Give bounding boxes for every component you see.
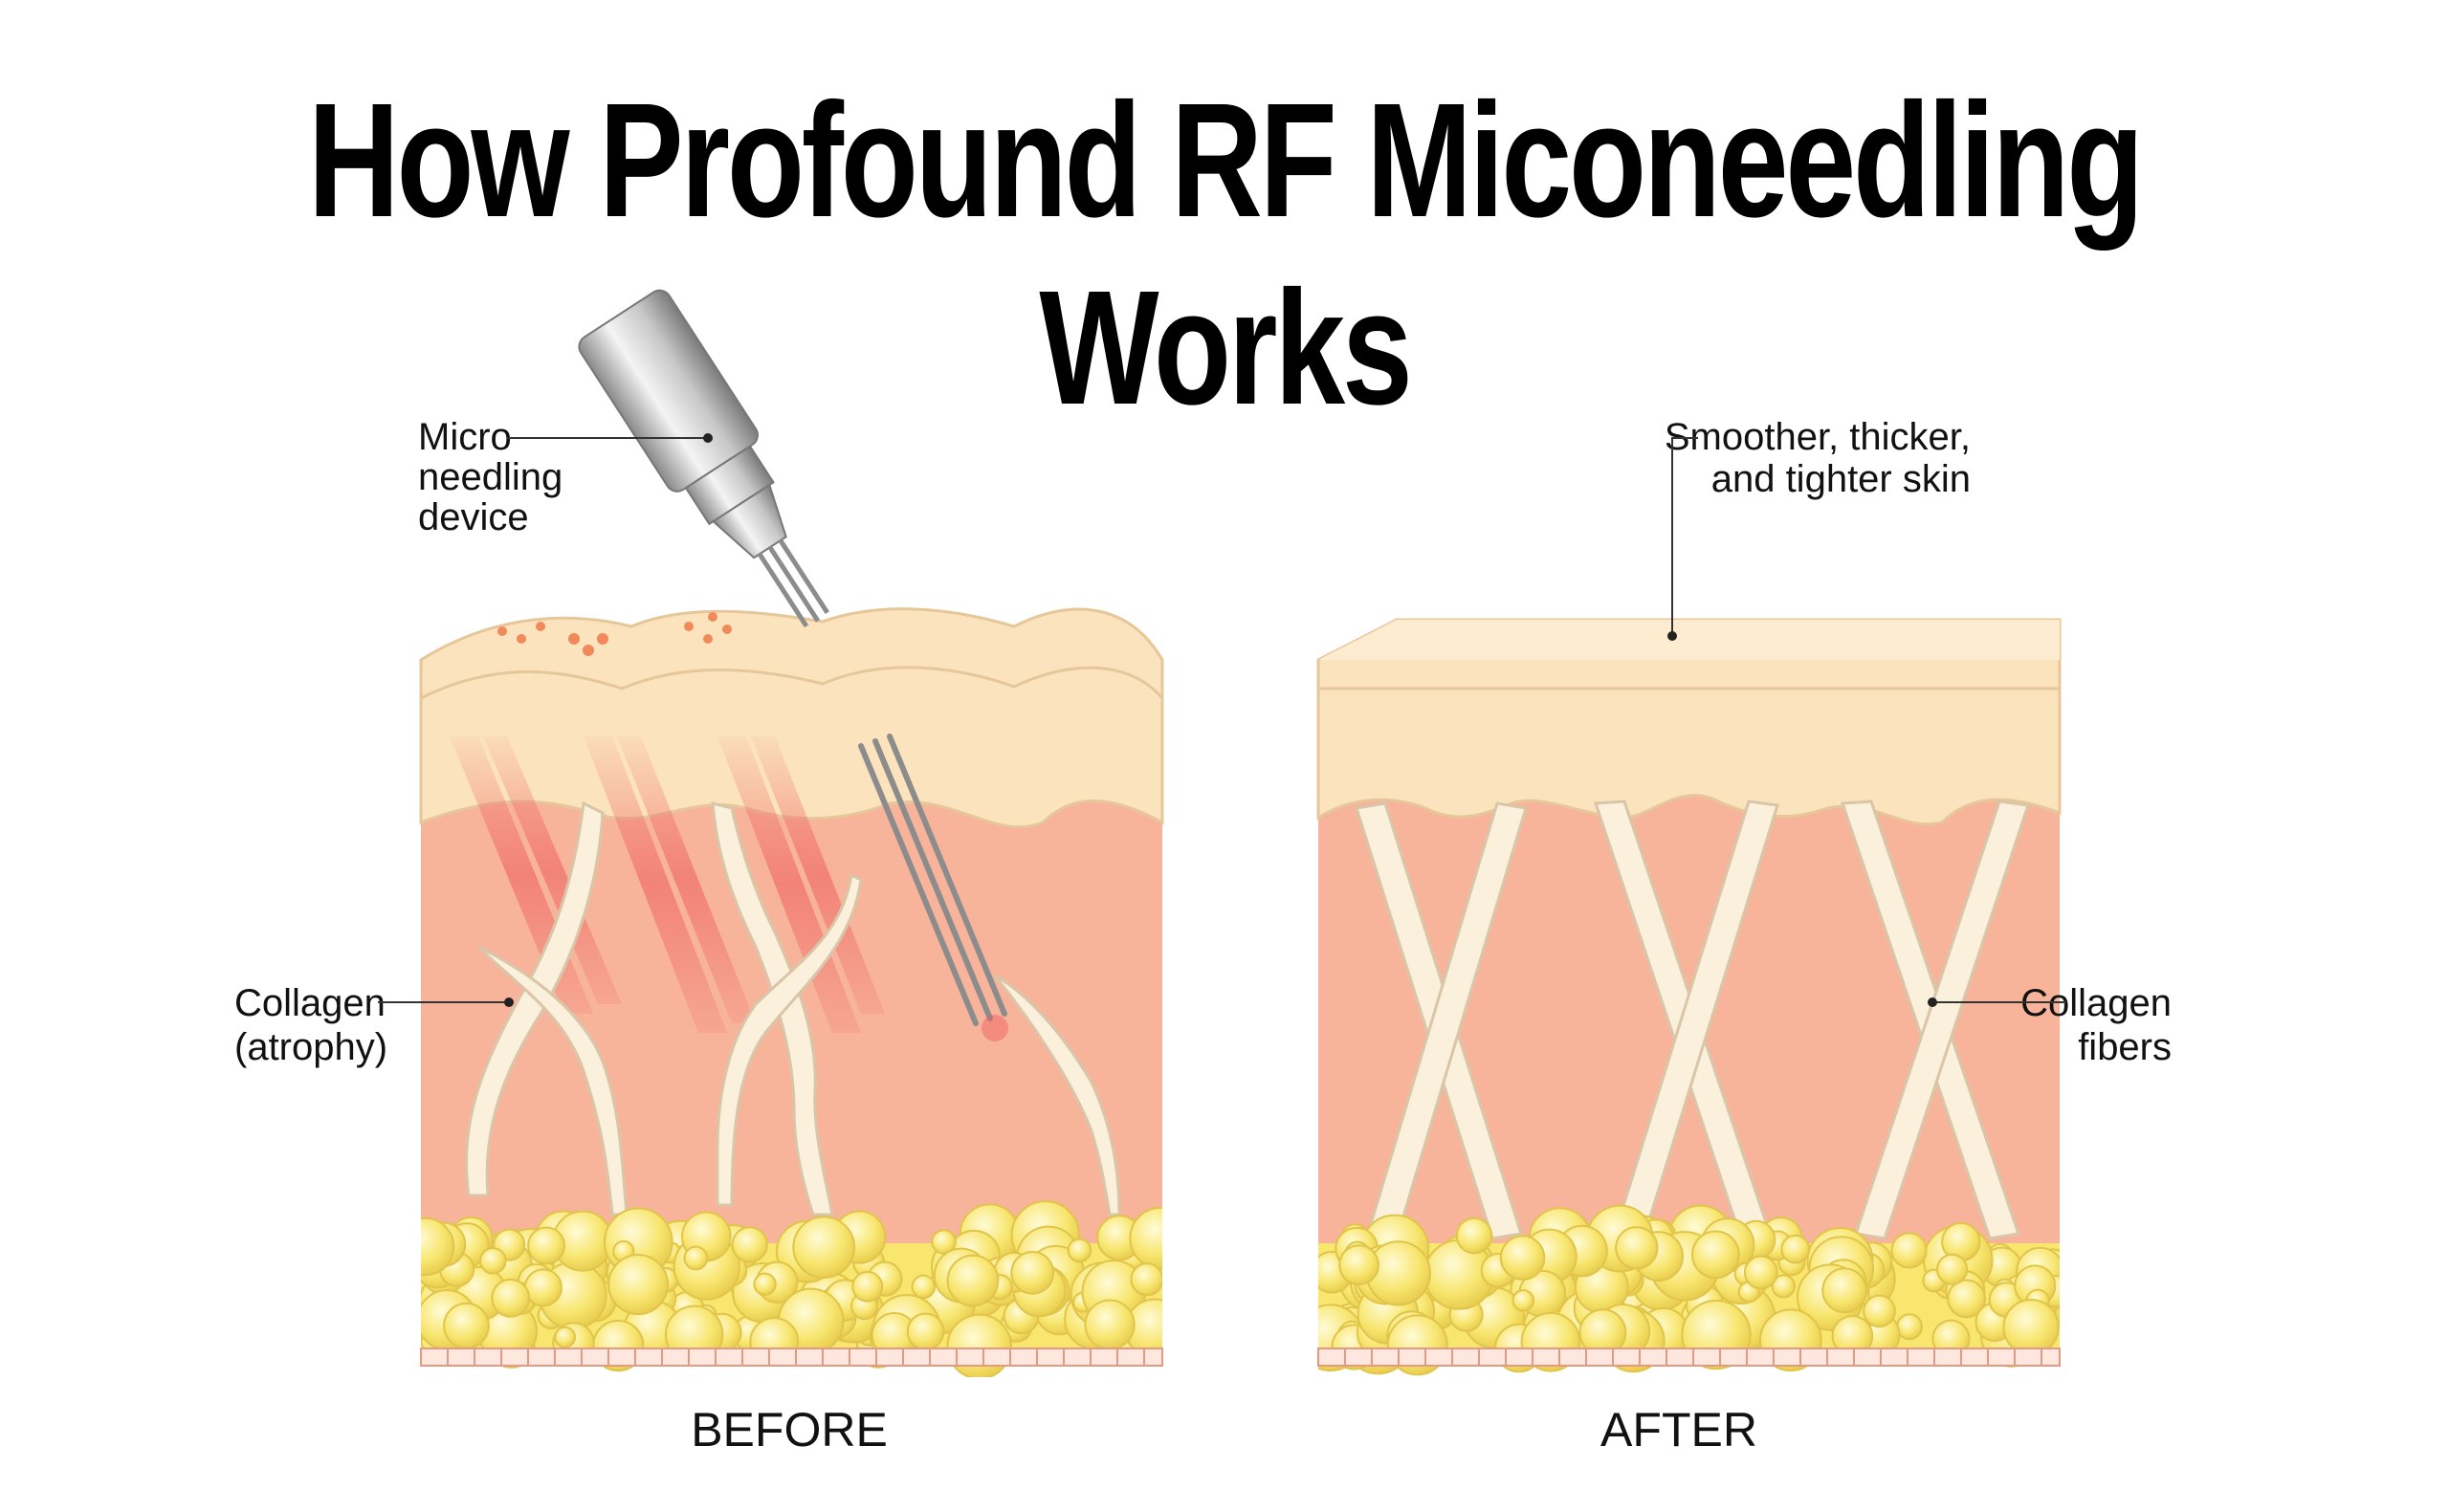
page-title: How Profound RF Miconeedling Works — [307, 70, 2144, 439]
fat-cell — [1499, 1235, 1546, 1281]
label-microneedling-device: Micro needling device — [418, 416, 713, 538]
fat-cell — [1691, 1230, 1740, 1280]
fat-cell — [1615, 1226, 1659, 1270]
collagen-atrophy-fibers — [465, 800, 1121, 1216]
fat-cell — [792, 1216, 856, 1280]
fat-cell — [1511, 1289, 1535, 1312]
caption-before: BEFORE — [691, 1403, 888, 1457]
fat-cell — [1338, 1244, 1379, 1286]
label-smoother-skin: Smoother, thicker, and tighter skin — [1665, 416, 1971, 641]
caption-after: AFTER — [1600, 1403, 1757, 1457]
fat-cell — [2002, 1299, 2060, 1356]
fat-cell — [851, 1270, 884, 1303]
fat-cell — [607, 1254, 670, 1316]
fat-cell — [1130, 1262, 1162, 1297]
label-collagen-atrophy: Collagen (atrophy) — [234, 982, 514, 1068]
fat-cell — [683, 1245, 709, 1271]
fat-cell — [523, 1268, 563, 1307]
fat-cell — [1010, 1250, 1055, 1295]
fat-cell — [946, 1254, 1000, 1307]
collagen-fibers — [1355, 800, 2030, 1240]
fat-cell — [1896, 1313, 1923, 1341]
svg-text:Collagen: Collagen — [234, 982, 386, 1024]
after-epidermis — [1316, 618, 2062, 826]
fat-cell — [911, 1274, 937, 1300]
fat-cell — [731, 1226, 768, 1263]
after-base-strip — [1317, 1348, 2061, 1367]
fat-cell — [1780, 1234, 1811, 1264]
svg-text:Micro: Micro — [418, 416, 512, 458]
microneedling-device-icon — [578, 289, 829, 628]
fat-cell — [1863, 1294, 1896, 1328]
svg-text:Smoother, thicker,: Smoother, thicker, — [1665, 416, 1971, 458]
svg-text:device: device — [418, 496, 529, 538]
fat-cell — [1947, 1279, 1987, 1319]
fat-cell — [1067, 1238, 1092, 1263]
after-panel — [1316, 618, 2062, 1376]
svg-text:fibers: fibers — [2078, 1026, 2172, 1068]
fat-cell — [1743, 1255, 1778, 1290]
fat-cell — [479, 1247, 507, 1275]
fat-cell — [1771, 1274, 1796, 1299]
fat-cell — [1821, 1267, 1867, 1314]
fat-cell — [491, 1278, 531, 1318]
svg-text:needling: needling — [418, 456, 563, 498]
fat-cell — [931, 1229, 957, 1255]
before-panel — [419, 607, 1164, 1377]
inserted-needles — [858, 734, 1007, 1026]
fat-cell — [554, 1326, 577, 1348]
fat-cell — [1455, 1216, 1493, 1255]
fat-cell — [443, 1302, 490, 1349]
fat-cell — [527, 1226, 566, 1265]
fat-cell — [946, 1313, 1013, 1377]
surface-spots — [497, 612, 732, 656]
fat-cell — [1890, 1232, 1928, 1269]
fat-cell — [421, 1216, 455, 1277]
fat-cell — [1129, 1206, 1162, 1270]
fat-cell — [1936, 1253, 1969, 1285]
label-collagen-fibers: Collagen fibers — [1928, 982, 2172, 1068]
fat-cell — [906, 1312, 945, 1351]
needle-heat-point — [982, 1015, 1008, 1041]
svg-text:(atrophy): (atrophy) — [234, 1026, 387, 1068]
before-base-strip — [420, 1348, 1163, 1367]
fat-cell — [1084, 1299, 1136, 1350]
before-fat-layer — [421, 1200, 1162, 1377]
svg-text:and tighter skin: and tighter skin — [1711, 458, 1971, 500]
fat-cell — [753, 1272, 777, 1296]
